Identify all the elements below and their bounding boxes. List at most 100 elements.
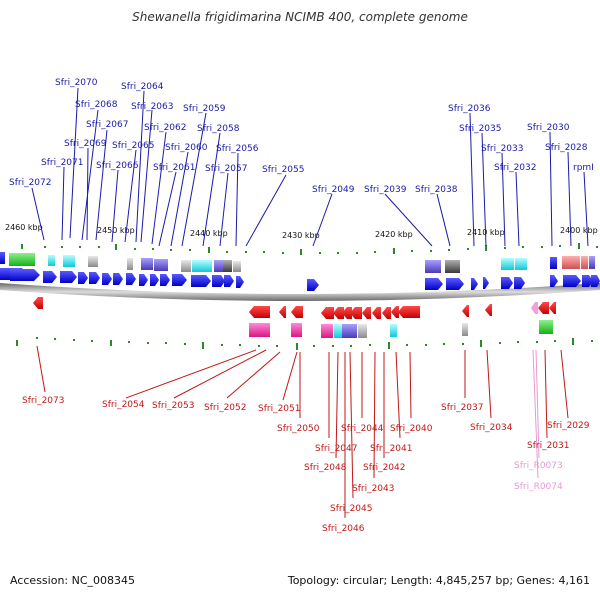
top-tick-row <box>21 243 598 255</box>
gene-label: Sfri_2046 <box>322 524 365 534</box>
gene-label: Sfri_2053 <box>152 401 195 411</box>
reverse-gene <box>333 307 344 319</box>
reverse-gene <box>342 307 352 319</box>
cog-block <box>0 252 5 264</box>
tick-mark <box>411 250 413 252</box>
genome-info-text: Topology: circular; Length: 4,845,257 bp… <box>287 574 590 587</box>
forward-gene <box>224 275 234 287</box>
cog-block <box>63 255 75 267</box>
gene-label: Sfri_2045 <box>330 504 373 514</box>
tick-mark <box>448 249 450 251</box>
reverse-gene <box>279 306 286 318</box>
tick-mark <box>21 244 23 249</box>
cog-block <box>581 256 588 269</box>
cog-block <box>9 253 35 266</box>
forward-gene <box>191 275 211 287</box>
tick-mark <box>128 341 130 343</box>
tick-mark <box>258 345 260 347</box>
tick-mark <box>170 249 172 251</box>
kbp-tick: 2450 kbp <box>97 226 135 235</box>
gene-label: Sfri_2068 <box>75 100 118 110</box>
gene-label: Sfri_2048 <box>304 463 347 473</box>
reverse-gene <box>538 302 549 314</box>
genome-backbone <box>0 283 600 301</box>
tick-mark <box>374 251 376 253</box>
tick-mark <box>356 252 358 254</box>
tick-mark <box>36 337 38 339</box>
reverse-gene <box>291 306 303 318</box>
gene-label: Sfri_2067 <box>86 120 129 130</box>
gene-label: Sfri_2066 <box>96 161 139 171</box>
reverse-gene <box>33 297 43 309</box>
kbp-tick: 2420 kbp <box>375 230 413 239</box>
gene-label: Sfri_2065 <box>112 141 155 151</box>
tick-mark <box>239 344 241 346</box>
tick-mark <box>554 340 556 342</box>
gene-label: Sfri_2062 <box>144 123 187 133</box>
reverse-gene <box>372 307 381 319</box>
forward-gene <box>139 274 148 286</box>
kbp-scale: 2460 kbp 2450 kbp 2440 kbp 2430 kbp 2420… <box>5 223 598 240</box>
cog-block <box>462 323 468 336</box>
tick-mark <box>147 342 149 344</box>
top-gene-labels: Sfri_2070 Sfri_2068 Sfri_2067 Sfri_2069 … <box>9 78 594 195</box>
forward-gene <box>563 275 581 287</box>
gene-label: rpmI <box>573 163 594 173</box>
reverse-gene <box>249 306 270 318</box>
gene-label: Sfri_2043 <box>352 484 395 494</box>
tick-mark <box>263 251 265 253</box>
tick-mark <box>480 340 482 347</box>
tick-mark <box>73 339 75 341</box>
tick-mark <box>208 247 210 253</box>
tick-mark <box>499 342 501 344</box>
gene-label: Sfri_2028 <box>545 143 588 153</box>
cog-block <box>223 260 232 272</box>
gene-label: Sfri_2052 <box>204 403 247 413</box>
cog-block <box>48 255 55 266</box>
tick-mark <box>184 343 186 345</box>
forward-gene <box>160 274 170 286</box>
cog-block <box>334 324 342 338</box>
tick-mark <box>559 245 561 247</box>
tick-mark <box>91 340 93 342</box>
gene-label: Sfri_2049 <box>312 185 355 195</box>
forward-gene <box>10 269 40 281</box>
forward-gene <box>514 277 525 289</box>
tick-mark <box>337 252 339 254</box>
genome-title: Shewanella frigidimarina NCIMB 400, comp… <box>132 10 468 24</box>
cog-block <box>342 324 357 338</box>
reverse-gene <box>362 307 371 319</box>
cog-block <box>249 323 270 337</box>
gene-label: Sfri_2050 <box>277 424 320 434</box>
bottom-cog-blocks <box>249 320 553 338</box>
tick-mark <box>189 249 191 251</box>
tick-mark <box>313 345 315 347</box>
cog-block <box>181 260 191 272</box>
gene-label: Sfri_2034 <box>470 423 513 433</box>
cog-block <box>88 256 98 267</box>
gene-label: Sfri_2041 <box>370 444 413 454</box>
forward-gene <box>501 277 513 289</box>
reverse-gene <box>485 304 492 316</box>
gene-label: Sfri_2035 <box>459 124 502 134</box>
tick-mark <box>406 344 408 346</box>
reverse-gene <box>350 307 362 319</box>
cog-block <box>154 259 168 271</box>
tick-mark <box>282 252 284 254</box>
tick-mark <box>485 245 487 251</box>
tick-mark <box>596 246 598 248</box>
tick-mark <box>350 345 352 347</box>
tick-mark <box>202 342 204 349</box>
cog-block <box>390 324 397 337</box>
cog-block <box>214 260 223 272</box>
cog-block <box>233 261 241 272</box>
forward-gene <box>425 278 443 290</box>
tick-mark <box>61 246 63 248</box>
gene-label: Sfri_2060 <box>165 143 208 153</box>
reverse-gene <box>462 305 469 317</box>
gene-label: Sfri_2038 <box>415 185 458 195</box>
gene-label: Sfri_2063 <box>131 102 174 112</box>
forward-gene <box>78 272 88 284</box>
gene-label: Sfri_2033 <box>481 144 524 154</box>
tick-mark <box>578 243 580 249</box>
